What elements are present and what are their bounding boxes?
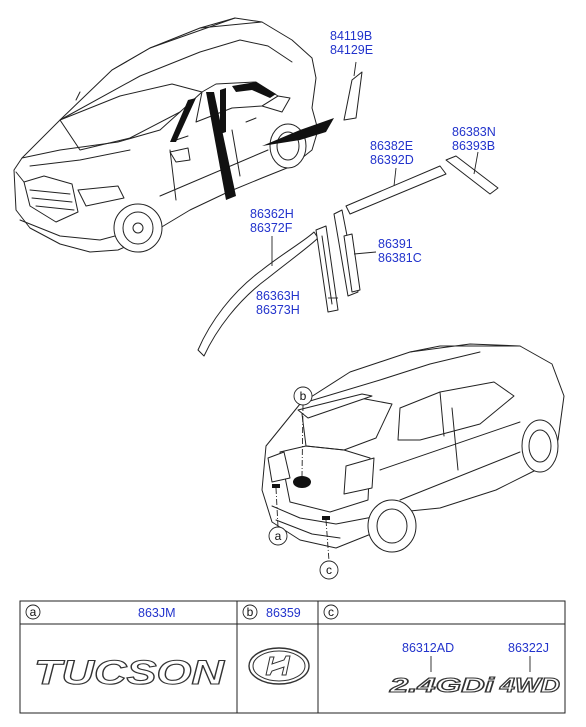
part-number-86362H: 86362H — [250, 207, 294, 221]
table-col-c-letter: c — [328, 605, 334, 619]
part-number-84119B: 84119B — [330, 29, 372, 43]
table-col-b-part: 86359 — [266, 606, 301, 620]
hyundai-logo-icon — [248, 647, 310, 685]
trim-86363H — [315, 225, 339, 313]
part-number-86392D: 86392D — [370, 153, 414, 167]
part-number-86382E: 86382E — [370, 139, 413, 153]
part-number-86363H: 86363H — [256, 289, 300, 303]
part-number-86383N: 86383N — [452, 125, 496, 139]
part-number-86381C: 86381C — [378, 251, 422, 265]
table-col-b-letter: b — [247, 605, 254, 619]
callout-a: a — [268, 487, 288, 546]
callout-b: b — [293, 386, 313, 477]
part-number-86372F: 86372F — [250, 221, 293, 235]
emblem-table: a 863JM b 86359 c TUCSON 86312AD 86322J … — [19, 600, 566, 714]
table-col-a-part: 863JM — [138, 606, 176, 620]
table-col-a-letter: a — [30, 605, 37, 619]
tucson-emblem: TUCSON — [34, 654, 226, 692]
callout-c: c — [319, 519, 339, 580]
part-number-86373H: 86373H — [256, 303, 300, 317]
trim-86383N — [445, 151, 499, 195]
callout-a-label: a — [275, 529, 282, 543]
part-number-86393B: 86393B — [452, 139, 495, 153]
rear-car-illustration — [261, 343, 565, 553]
table-col-c-part2: 86322J — [508, 641, 549, 655]
film-84119B — [343, 61, 363, 121]
trim-86391 — [333, 209, 377, 297]
callout-c-label: c — [326, 563, 332, 577]
part-number-86391: 86391 — [378, 237, 413, 251]
table-col-c-part1: 86312AD — [402, 641, 454, 655]
gdi-emblem: 2.4GDi — [388, 675, 494, 697]
front-car-illustration — [13, 17, 334, 253]
trim-86382E — [345, 165, 447, 215]
part-number-84129E: 84129E — [330, 43, 373, 57]
callout-b-label: b — [300, 389, 307, 403]
4wd-emblem: 4WD — [499, 675, 560, 697]
